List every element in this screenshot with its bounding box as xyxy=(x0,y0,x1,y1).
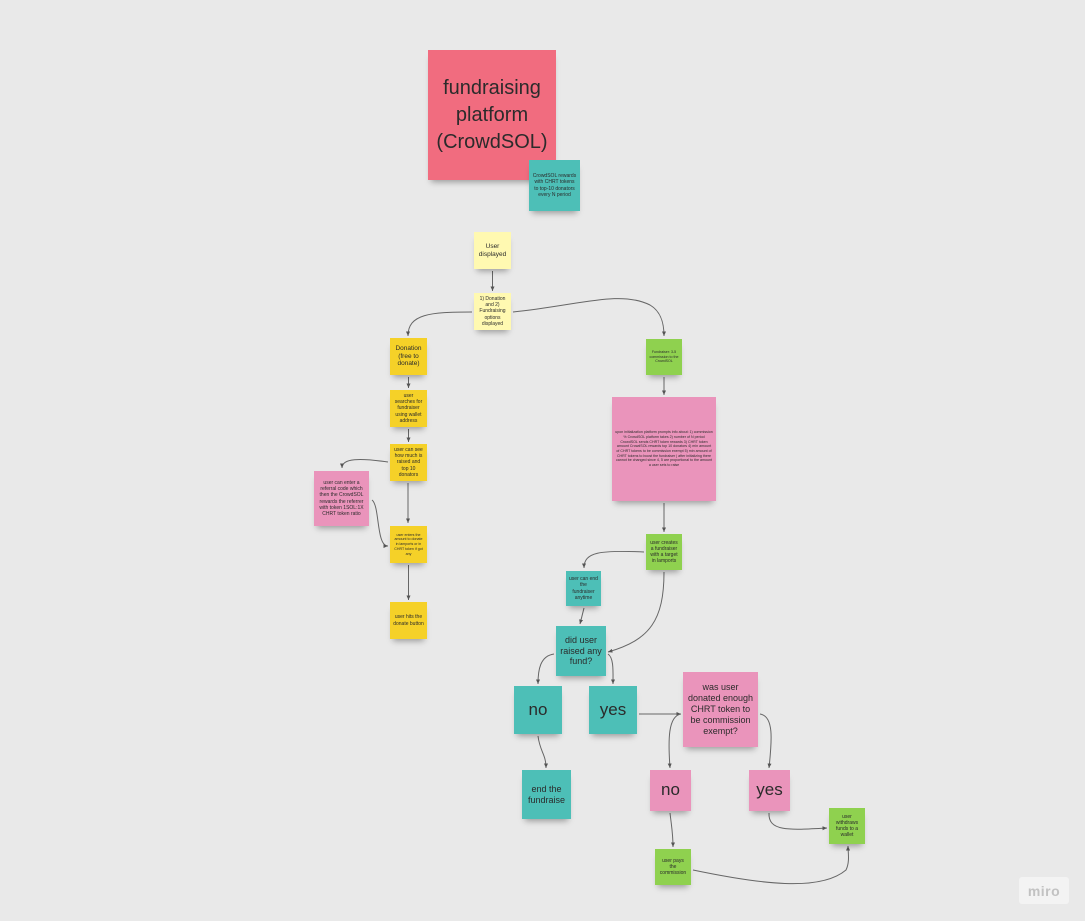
sticky-note-fundraiser-commission[interactable]: Fundraiser: 3-5 commission to the CrowdS… xyxy=(646,339,682,375)
sticky-note-end-fundraise[interactable]: end the fundraise xyxy=(522,770,571,819)
sticky-note-yes-2[interactable]: yes xyxy=(749,770,790,811)
sticky-note-no-1[interactable]: no xyxy=(514,686,562,734)
connector-creates-fundraiser-to-end-anytime[interactable] xyxy=(582,550,645,569)
connector-creates-fundraiser-to-raised-any-fund[interactable] xyxy=(607,571,665,653)
sticky-note-title[interactable]: fundraising platform (CrowdSOL) xyxy=(428,50,556,180)
connector-options-displayed-to-fundraiser-commission[interactable] xyxy=(512,298,666,337)
sticky-note-user-can-see[interactable]: user can see how much is raised and top … xyxy=(390,444,427,481)
connector-commission-exempt-to-no-2[interactable] xyxy=(667,713,682,769)
connector-end-anytime-to-raised-any-fund[interactable] xyxy=(579,607,585,625)
sticky-note-referral-code[interactable]: user can enter a referral code which the… xyxy=(314,471,369,526)
sticky-note-yes-1[interactable]: yes xyxy=(589,686,637,734)
sticky-note-raised-any-fund[interactable]: did user raised any fund? xyxy=(556,626,606,676)
sticky-note-options-displayed[interactable]: 1) Donation and 2) Fundraising options d… xyxy=(474,293,511,330)
connector-raised-any-fund-to-yes-1[interactable] xyxy=(607,653,616,685)
connector-yes-2-to-withdraws[interactable] xyxy=(768,812,828,831)
connector-user-can-see-to-referral-code[interactable] xyxy=(340,459,389,469)
sticky-note-crowdsol-rewards[interactable]: CrowdSOL rewards with CHRT tokens to top… xyxy=(529,160,580,211)
sticky-note-end-anytime[interactable]: user can end the fundraiser anytime xyxy=(566,571,601,606)
sticky-note-user-searches[interactable]: user searches for fundraiser using walle… xyxy=(390,390,427,427)
sticky-note-user-displayed[interactable]: User displayed xyxy=(474,232,511,269)
connector-no-2-to-pays-commission[interactable] xyxy=(669,812,675,848)
sticky-note-pays-commission[interactable]: user pays the commission xyxy=(655,849,691,885)
sticky-note-commission-exempt[interactable]: was user donated enough CHRT token to be… xyxy=(683,672,758,747)
connector-pays-commission-to-withdraws[interactable] xyxy=(692,845,851,885)
connector-no-1-to-end-fundraise[interactable] xyxy=(537,735,548,769)
sticky-note-donation[interactable]: Donation (free to donate) xyxy=(390,338,427,375)
sticky-note-platform-info[interactable]: upon initialization platform prompts inf… xyxy=(612,397,716,501)
miro-logo: miro xyxy=(1019,877,1069,904)
connector-options-displayed-to-donation[interactable] xyxy=(406,311,473,337)
connector-raised-any-fund-to-no-1[interactable] xyxy=(536,653,555,685)
sticky-note-creates-fundraiser[interactable]: user creates a fundraiser with a target … xyxy=(646,534,682,570)
sticky-note-user-enters-amount[interactable]: user enters the amount to donate in lamp… xyxy=(390,526,427,563)
sticky-note-withdraws[interactable]: user withdraws funds to a wallet xyxy=(829,808,865,844)
connector-commission-exempt-to-yes-2[interactable] xyxy=(759,713,772,769)
sticky-note-no-2[interactable]: no xyxy=(650,770,691,811)
sticky-note-hits-donate[interactable]: user hits the donate button xyxy=(390,602,427,639)
connector-referral-code-to-user-enters-amount[interactable] xyxy=(371,499,389,548)
